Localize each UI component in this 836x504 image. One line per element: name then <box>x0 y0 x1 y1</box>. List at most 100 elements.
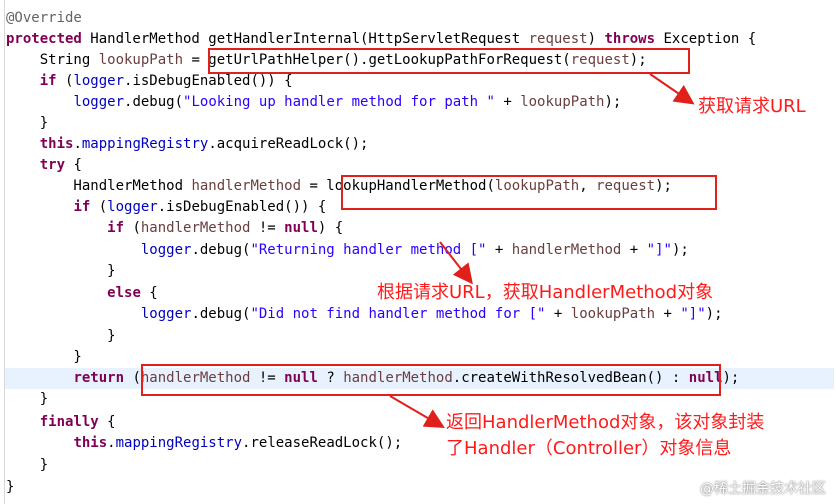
code-text <box>6 73 40 89</box>
code-text: String <box>6 52 99 68</box>
code-text: } <box>6 115 49 131</box>
keyword-token: this <box>39 136 74 152</box>
variable-token: handlerMethod <box>511 242 622 258</box>
code-line-6: } <box>6 113 48 134</box>
code-text: .debug( <box>191 306 251 322</box>
code-text <box>6 242 141 258</box>
code-text: ); <box>671 242 689 258</box>
code-text: ); <box>629 52 647 68</box>
code-text: HandlerMethod getHandlerInternal(HttpSer… <box>81 31 529 47</box>
variable-token: lookupPath <box>98 52 184 68</box>
string-token: "Looking up handler method for path " <box>183 94 495 110</box>
code-text: .debug( <box>191 242 251 258</box>
code-text <box>6 199 73 215</box>
keyword-token: null <box>284 370 318 386</box>
annotation-note-handler-method: 根据请求URL，获取HandlerMethod对象 <box>377 282 714 303</box>
variable-token: lookupPath <box>520 94 605 110</box>
code-line-19: } <box>6 389 48 410</box>
code-text: .isDebugEnabled()) { <box>157 199 327 215</box>
code-text: ( <box>124 370 141 386</box>
code-text: != <box>250 370 285 386</box>
code-text: = getUrlPathHelper().getLookupPathForReq… <box>183 52 571 68</box>
code-line-14: else { <box>6 283 158 304</box>
annotation-note-return-line2: 了Handler（Controller）对象信息 <box>446 438 732 459</box>
code-text: ( <box>124 220 141 236</box>
code-line-23: } <box>6 477 14 498</box>
code-line-13: } <box>6 261 115 282</box>
keyword-token: return <box>73 370 125 386</box>
code-line-7: this.mappingRegistry.acquireReadLock(); <box>6 134 369 155</box>
keyword-token: else <box>107 285 141 301</box>
code-text: } <box>6 391 49 407</box>
variable-token: lookupPath <box>494 178 580 194</box>
variable-token: handlerMethod <box>140 370 251 386</box>
code-text: + <box>486 242 512 258</box>
highlight-box-return <box>141 364 721 396</box>
code-line-10: if (logger.isDebugEnabled()) { <box>6 197 326 218</box>
code-text <box>6 94 73 110</box>
code-line-1: @Override <box>6 8 82 29</box>
code-text: } <box>6 479 15 495</box>
code-line-2: protected HandlerMethod getHandlerIntern… <box>6 29 756 50</box>
code-line-18: return (handlerMethod != null ? handlerM… <box>5 368 834 389</box>
variable-token: request <box>596 178 656 194</box>
code-text: ) <box>587 31 605 47</box>
code-line-8: try { <box>6 155 82 176</box>
variable-token: lookupPath <box>570 306 656 322</box>
code-text: ); <box>604 94 622 110</box>
field-token: logger <box>140 242 192 258</box>
field-token: mappingRegistry <box>115 435 243 451</box>
code-text <box>6 157 40 173</box>
code-text: } <box>6 349 82 365</box>
code-text: ); <box>655 178 672 194</box>
code-text: } <box>6 457 49 473</box>
code-text: { <box>98 414 116 430</box>
code-text: Exception { <box>655 31 757 47</box>
code-text: ) { <box>317 220 344 236</box>
keyword-token: throws <box>604 31 656 47</box>
code-text: } <box>6 328 116 344</box>
code-text: + <box>545 306 571 322</box>
code-text: .debug( <box>124 94 184 110</box>
code-line-20: finally { <box>6 412 116 433</box>
keyword-token: if <box>39 73 57 89</box>
variable-token: handlerMethod <box>343 370 453 386</box>
code-text: != <box>250 220 285 236</box>
code-text: + <box>655 306 681 322</box>
code-text: + <box>621 242 647 258</box>
code-text: ( <box>90 199 108 215</box>
arrow-1 <box>649 73 695 105</box>
arrow-3 <box>389 395 445 429</box>
code-line-15: logger.debug("Did not find handler metho… <box>6 304 723 325</box>
editor-gutter-line <box>4 0 5 504</box>
variable-token: request <box>528 31 588 47</box>
string-token: "]" <box>680 306 706 322</box>
code-text: . <box>107 435 116 451</box>
code-text: ( <box>56 73 74 89</box>
code-line-9: HandlerMethod handlerMethod = lookupHand… <box>6 176 672 197</box>
code-text <box>6 136 40 152</box>
keyword-token: this <box>73 435 108 451</box>
field-token: logger <box>140 306 192 322</box>
code-text: ? <box>317 370 344 386</box>
keyword-token: null <box>688 370 723 386</box>
highlight-box-url <box>208 48 690 74</box>
code-text: .createWithResolvedBean() : <box>452 370 689 386</box>
code-text: + <box>494 94 521 110</box>
code-text <box>6 435 73 451</box>
annotation-note-url: 获取请求URL <box>698 96 806 117</box>
code-line-4: if (logger.isDebugEnabled()) { <box>6 71 293 92</box>
code-text: { <box>65 157 82 173</box>
code-line-16: } <box>6 326 116 347</box>
code-line-17: } <box>6 347 82 368</box>
keyword-token: if <box>107 220 125 236</box>
highlight-box-lookup <box>341 175 717 210</box>
code-text: .releaseReadLock(); <box>242 435 403 451</box>
code-line-12: logger.debug("Returning handler method [… <box>6 240 689 261</box>
code-text: HandlerMethod <box>6 178 192 194</box>
variable-token: handlerMethod <box>191 178 302 194</box>
code-line-22: } <box>6 455 48 476</box>
variable-token: request <box>570 52 630 68</box>
code-text: .acquireReadLock(); <box>208 136 369 152</box>
